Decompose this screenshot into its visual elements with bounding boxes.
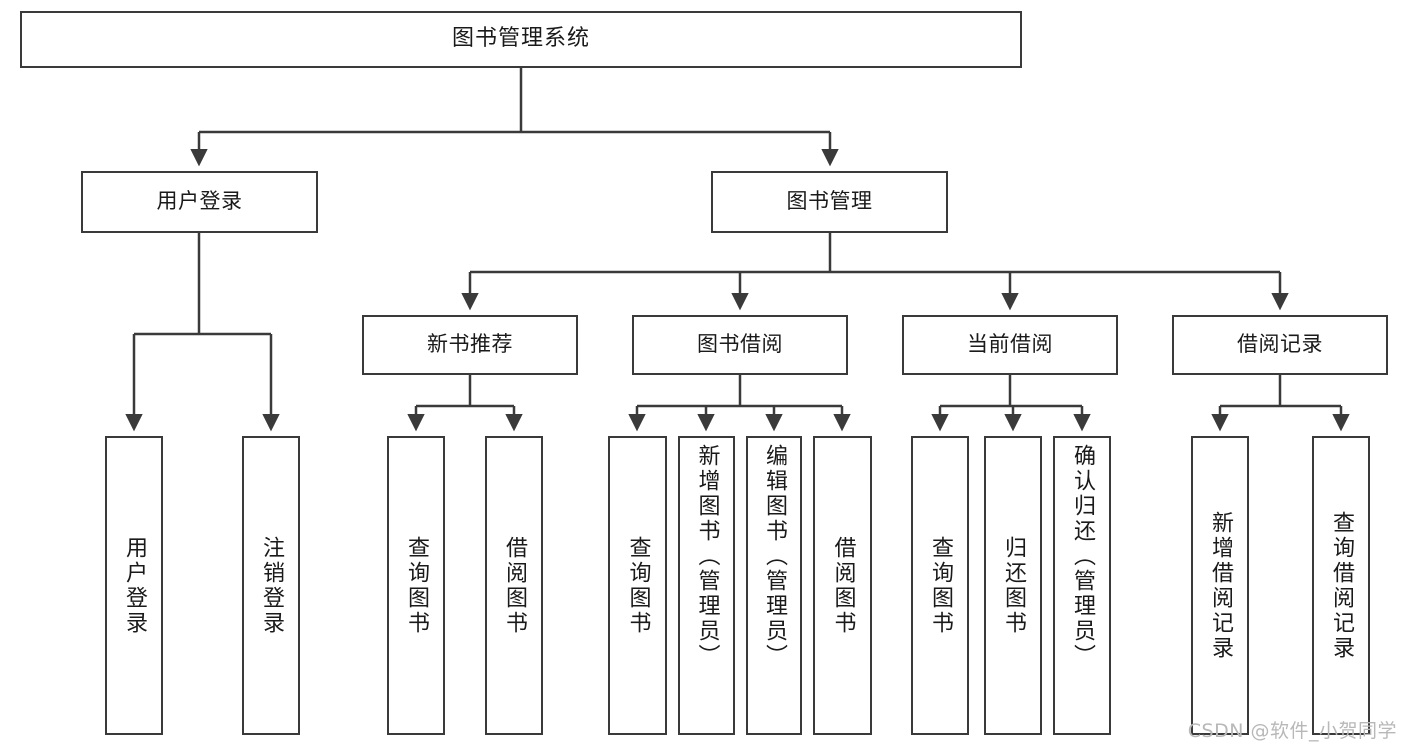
node-borrow-record-label: 借阅记录 bbox=[1237, 332, 1323, 357]
node-leaf-user-login[interactable]: 用户登录 bbox=[105, 436, 163, 735]
node-leaf-logout-label: 注销登录 bbox=[259, 535, 284, 636]
node-leaf-confirm-return-label: 确认归还（管理员） bbox=[1070, 444, 1095, 669]
node-book-borrow[interactable]: 图书借阅 bbox=[632, 315, 848, 375]
node-leaf-query-book-cur-label: 查询图书 bbox=[928, 535, 953, 636]
node-leaf-confirm-return[interactable]: 确认归还（管理员） bbox=[1053, 436, 1111, 735]
node-leaf-query-book-borrow-label: 查询图书 bbox=[625, 535, 651, 636]
node-leaf-add-book-label: 新增图书（管理员） bbox=[694, 444, 720, 669]
node-root[interactable]: 图书管理系统 bbox=[20, 11, 1022, 68]
node-leaf-query-book-cur[interactable]: 查询图书 bbox=[911, 436, 969, 735]
node-borrow-record[interactable]: 借阅记录 bbox=[1172, 315, 1388, 375]
node-leaf-add-book[interactable]: 新增图书（管理员） bbox=[678, 436, 735, 735]
node-leaf-logout[interactable]: 注销登录 bbox=[242, 436, 300, 735]
node-leaf-borrow-book-rec[interactable]: 借阅图书 bbox=[485, 436, 543, 735]
node-book-manage[interactable]: 图书管理 bbox=[711, 171, 948, 233]
node-root-label: 图书管理系统 bbox=[451, 26, 590, 52]
node-leaf-query-record-label: 查询借阅记录 bbox=[1329, 510, 1354, 661]
node-leaf-query-record[interactable]: 查询借阅记录 bbox=[1312, 436, 1370, 735]
node-leaf-return-book[interactable]: 归还图书 bbox=[984, 436, 1042, 735]
node-leaf-borrow-book-label: 借阅图书 bbox=[830, 535, 856, 636]
node-leaf-user-login-label: 用户登录 bbox=[122, 535, 147, 636]
node-book-manage-label: 图书管理 bbox=[786, 189, 873, 214]
node-leaf-edit-book[interactable]: 编辑图书（管理员） bbox=[746, 436, 802, 735]
node-current-borrow-label: 当前借阅 bbox=[967, 332, 1053, 357]
node-user-login[interactable]: 用户登录 bbox=[81, 171, 318, 233]
node-leaf-borrow-book-rec-label: 借阅图书 bbox=[502, 535, 527, 636]
watermark: CSDN @软件_小贺同学 bbox=[1187, 720, 1397, 742]
node-leaf-query-book-rec[interactable]: 查询图书 bbox=[387, 436, 445, 735]
node-book-borrow-label: 图书借阅 bbox=[697, 332, 783, 357]
node-leaf-add-record-label: 新增借阅记录 bbox=[1208, 510, 1233, 661]
node-leaf-edit-book-label: 编辑图书（管理员） bbox=[762, 444, 787, 669]
node-new-book-rec[interactable]: 新书推荐 bbox=[362, 315, 578, 375]
node-leaf-query-book-rec-label: 查询图书 bbox=[404, 535, 429, 636]
node-leaf-return-book-label: 归还图书 bbox=[1001, 535, 1026, 636]
node-new-book-rec-label: 新书推荐 bbox=[427, 332, 513, 357]
node-leaf-query-book-borrow[interactable]: 查询图书 bbox=[608, 436, 667, 735]
node-leaf-add-record[interactable]: 新增借阅记录 bbox=[1191, 436, 1249, 735]
node-user-login-label: 用户登录 bbox=[156, 189, 243, 214]
node-current-borrow[interactable]: 当前借阅 bbox=[902, 315, 1118, 375]
node-leaf-borrow-book[interactable]: 借阅图书 bbox=[813, 436, 872, 735]
